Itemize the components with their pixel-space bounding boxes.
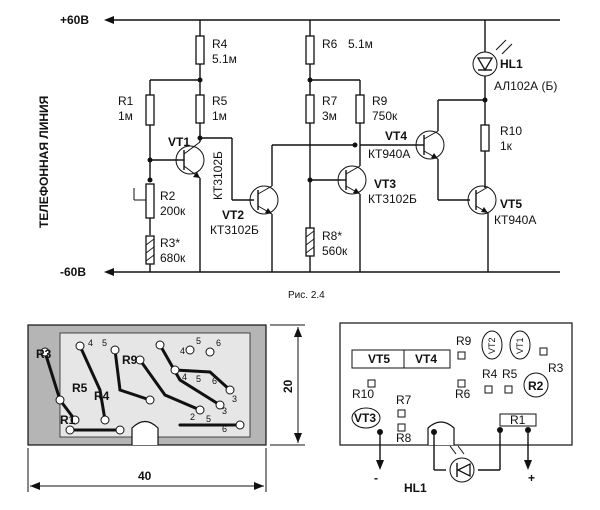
r4-resistor — [195, 35, 205, 65]
pcb-trace-view: R3 R5 R4 R9 R1 4 5 4 5 6 4 5 6 3 3 2 5 6… — [27, 324, 305, 492]
vt2-transistor — [249, 185, 279, 215]
pad-number: 5 — [196, 374, 201, 384]
r2-resistor — [145, 183, 155, 219]
pcb-width-dimension: 40 — [138, 469, 152, 483]
vt1-transistor — [175, 145, 205, 175]
vt5-type: КТ940А — [494, 213, 536, 227]
pcb-r1-label: R1 — [60, 413, 76, 427]
r7-value: 3м — [322, 109, 337, 123]
component-layout-view: VT5 VT4 VT2 VT1 R9 R4 R5 R3 R2 R10 VT3 R… — [339, 322, 573, 495]
hl1-type: АЛ102А (Б) — [494, 79, 557, 93]
schematic: +60В -60В ТЕЛЕФОННАЯ ЛИНИЯ R1 1м R2 200к… — [37, 13, 560, 279]
layout-plus: + — [528, 471, 535, 485]
vt4-transistor — [415, 130, 445, 160]
r6-resistor — [305, 35, 315, 65]
layout-vt1: VT1 — [515, 337, 525, 354]
layout-hl1: HL1 — [404, 481, 427, 495]
figure-caption: Рис. 2.4 — [288, 290, 325, 301]
pad-number: 3 — [222, 406, 227, 416]
vt3-type: КТ3102Б — [368, 192, 417, 206]
r1-value: 1м — [118, 109, 133, 123]
r10-resistor — [480, 124, 490, 152]
r4-ref: R4 — [212, 37, 228, 51]
r1-resistor — [145, 94, 155, 126]
pad-number: 4 — [88, 338, 93, 348]
layout-r9: R9 — [456, 334, 472, 348]
pcb-r5-label: R5 — [72, 381, 88, 395]
r9-resistor — [355, 94, 365, 124]
pad-number: 6 — [216, 338, 221, 348]
pad-number: 6 — [212, 376, 217, 386]
pad-number: 6 — [222, 424, 227, 434]
layout-r4: R4 — [482, 367, 498, 381]
r8-ref: R8* — [322, 229, 342, 243]
r2-value: 200к — [160, 204, 186, 218]
r7-ref: R7 — [322, 94, 338, 108]
pcb-height-dimension: 20 — [281, 379, 295, 393]
r10-value: 1к — [500, 139, 513, 153]
vt1-type: КТ3102Б — [211, 151, 225, 200]
pad-number: 5 — [102, 338, 107, 348]
r9-ref: R9 — [372, 94, 388, 108]
vt2-ref: VT2 — [222, 208, 244, 222]
vt3-ref: VT3 — [374, 177, 396, 191]
pcb-r9-label: R9 — [122, 353, 138, 367]
vt4-type: КТ940А — [368, 147, 410, 161]
r5-ref: R5 — [212, 94, 228, 108]
layout-vt3: VT3 — [354, 411, 376, 425]
layout-r10: R10 — [352, 387, 374, 401]
r9-value: 750к — [372, 109, 398, 123]
r6-ref: R6 — [322, 37, 338, 51]
r10-ref: R10 — [500, 124, 522, 138]
layout-r2: R2 — [528, 379, 544, 393]
layout-r6: R6 — [455, 387, 471, 401]
line-label: ТЕЛЕФОННАЯ ЛИНИЯ — [37, 96, 51, 228]
layout-vt2: VT2 — [487, 337, 497, 354]
vt5-transistor — [467, 185, 497, 215]
bottom-rail-arrow-icon — [104, 268, 114, 276]
top-rail-arrow-icon — [104, 16, 114, 24]
r6-value: 5.1м — [348, 37, 373, 51]
layout-r5: R5 — [502, 367, 518, 381]
r1-ref: R1 — [118, 94, 134, 108]
pcb-r3-label: R3 — [36, 347, 52, 361]
r7-resistor — [305, 94, 315, 124]
pad-number: 2 — [190, 412, 195, 422]
r8-value: 560к — [322, 244, 348, 258]
bottom-rail-label: -60В — [60, 265, 86, 279]
layout-r3: R3 — [548, 361, 564, 375]
r5-resistor — [195, 94, 205, 124]
pad-number: 5 — [196, 336, 201, 346]
layout-minus: - — [374, 471, 378, 485]
r3-ref: R3* — [160, 236, 180, 250]
vt2-type: КТ3102Б — [210, 223, 259, 237]
pad-number: 5 — [206, 414, 211, 424]
r5-value: 1м — [212, 109, 227, 123]
r3-value: 680к — [160, 251, 186, 265]
layout-vt5: VT5 — [368, 352, 390, 366]
layout-r8: R8 — [396, 431, 412, 445]
pad-number: 3 — [232, 394, 237, 404]
layout-vt4: VT4 — [415, 352, 437, 366]
pad-number: 4 — [182, 372, 187, 382]
pad-number: 4 — [180, 346, 185, 356]
vt4-ref: VT4 — [385, 129, 407, 143]
r2-ref: R2 — [160, 189, 176, 203]
layout-r7: R7 — [396, 393, 412, 407]
vt3-transistor — [337, 165, 367, 195]
vt1-ref: VT1 — [168, 135, 190, 149]
top-rail-label: +60В — [60, 13, 89, 27]
layout-led-icon — [449, 457, 475, 483]
vt5-ref: VT5 — [500, 197, 522, 211]
r4-value: 5.1м — [212, 52, 237, 66]
hl1-ref: HL1 — [500, 57, 523, 71]
pcb-r4-label: R4 — [94, 389, 110, 403]
layout-r1: R1 — [510, 413, 526, 427]
